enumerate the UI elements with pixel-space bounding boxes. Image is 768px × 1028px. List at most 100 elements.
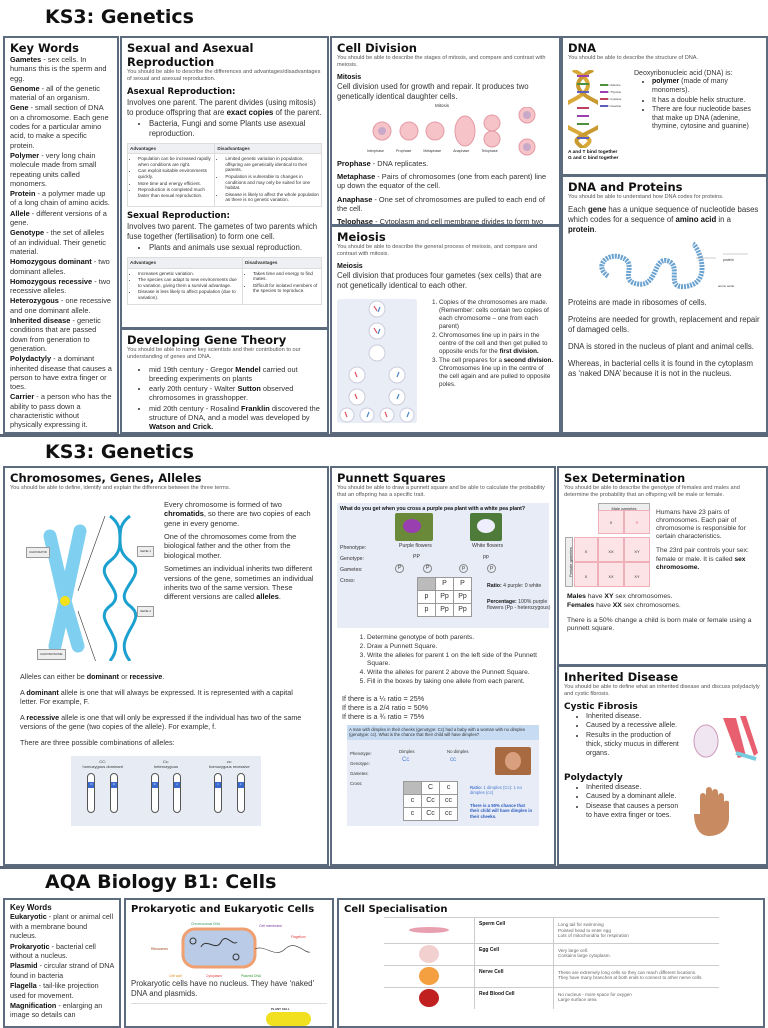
- key-definition: - circular strand of DNA found in bacter…: [10, 961, 114, 980]
- key-term: Allele: [10, 208, 30, 218]
- diagram-title: Mitosis: [435, 102, 450, 108]
- label: Flagellum: [291, 935, 306, 939]
- key-term: Gene: [10, 103, 29, 113]
- panel-title: Cell Division: [337, 41, 417, 55]
- paragraph: Every chromosome is formed of two chroma…: [164, 500, 314, 528]
- label: Plasmid DNA: [241, 974, 262, 978]
- list-item: Inherited disease.: [586, 713, 684, 722]
- mitosis-cells-illustration: [372, 106, 536, 156]
- list-item: The species can adapt to new environment…: [138, 277, 240, 288]
- section-header: AQA Biology B1: Cells: [45, 871, 277, 893]
- amino-label: amino acids: [718, 283, 735, 288]
- p2-genotype: cc: [450, 756, 456, 763]
- panel-title: Key Words: [10, 903, 52, 912]
- meiosis-steps: Copies of the chromosomes are made. (Rem…: [421, 299, 554, 423]
- punnett-example-peas: What do you get when you cross a purple …: [337, 502, 550, 628]
- sexual-bullet: Plants and animals use sexual reproducti…: [149, 243, 322, 253]
- gene1-label: GENE 1: [137, 545, 155, 558]
- text-run: has a unique sequence of nucleotide base…: [568, 204, 759, 224]
- chromosome-label: CHROMOSOME: [37, 648, 66, 661]
- bold-term: recessive: [129, 671, 163, 681]
- purple-flower-photo: [395, 512, 433, 541]
- text-line: If there is a ¼ ratio = 25%: [342, 693, 425, 703]
- gene2-label: GENE 2: [137, 605, 155, 618]
- description-line: Long tail for swimming: [558, 922, 604, 927]
- row-labels: Phenotype:Genotype:Gametes:Cross:: [340, 543, 366, 587]
- key-definition: - different versions of a gene.: [10, 208, 107, 228]
- panel-title: Chromosomes, Genes, Alleles: [10, 471, 202, 485]
- key-term: Magnification: [10, 1001, 57, 1011]
- panel-title: Punnett Squares: [337, 471, 446, 485]
- plant-cell-illustration: [266, 1012, 311, 1026]
- caption-at: A and T bind together: [568, 150, 618, 156]
- label: Cytoplasm: [206, 974, 223, 978]
- allele-band: c: [215, 781, 222, 788]
- p2-phenotype: No dimples: [447, 748, 469, 754]
- key-definition: - a polymer made up of a long chain of a…: [10, 189, 110, 208]
- paragraph: There are three possible combinations of…: [20, 739, 312, 748]
- panel-subtitle: You should be able to describe the struc…: [568, 55, 699, 61]
- example-question: A man with dimples in their cheeks (geno…: [347, 724, 539, 740]
- text-run: .: [278, 592, 281, 602]
- paragraph: A recessive allele is one that will only…: [20, 714, 312, 731]
- text-run: There are three possible combinations of…: [20, 738, 175, 748]
- sexual-text: Involves two parent. The gametes of two …: [127, 221, 318, 241]
- text-line: If there is a 2/4 ratio = 50%: [342, 702, 429, 712]
- bold-term: Mendel: [235, 364, 261, 374]
- meiosis-heading: Meiosis: [337, 262, 363, 270]
- combo-name: heterozygous: [153, 763, 178, 769]
- bold-term: Sutton: [237, 384, 261, 394]
- amino-acid-chain-illustration: [599, 241, 748, 289]
- list-item: Disease that causes a person to have ext…: [586, 803, 684, 821]
- text-line: Gametes:: [350, 770, 369, 776]
- p1-phenotype: Dimples: [399, 748, 415, 754]
- cell-name: Sperm Cell: [474, 918, 554, 943]
- bold-term: Anaphase: [337, 194, 373, 204]
- key-word-item: Eukaryotic - plant or animal cell with a…: [10, 912, 114, 940]
- text-run: , so there are two copies of each gene i…: [164, 509, 311, 528]
- list-item: Population can be increased rapidly when…: [138, 156, 212, 167]
- sex-text: Humans have 23 pairs of chromosomes. Eac…: [656, 508, 746, 541]
- chromosome-dna-illustration: [43, 514, 138, 688]
- list-item: More time and energy efficient.: [138, 181, 212, 187]
- bold-term: recessive: [26, 713, 60, 723]
- asexual-bullet: Bacteria, Fungi and some Plants use asex…: [149, 119, 322, 139]
- percentage-text: Percentage: 100% purple flowers (Pp - he…: [487, 598, 551, 611]
- p1-genotype: PP: [413, 553, 420, 560]
- panel-subtitle: You should be able to describe the gener…: [337, 244, 538, 257]
- bold-term: sex chromosome.: [656, 555, 746, 571]
- paragraph: Proteins are made in ribosomes of cells.: [568, 297, 707, 307]
- bold-term: gene: [587, 204, 607, 214]
- description-line: Contains large cytoplasm.: [558, 953, 611, 959]
- text-run: .: [594, 224, 597, 234]
- chromosome-paragraphs: Every chromosome is formed of two chroma…: [164, 496, 314, 661]
- text-run: - DNA replicates.: [370, 158, 429, 168]
- description-line: Pointed head to enter egg: [558, 927, 611, 933]
- combo-code: CC:: [99, 758, 107, 764]
- male-gamete: Y: [624, 509, 650, 534]
- advantages-list: Population can be increased rapidly when…: [130, 156, 212, 198]
- key-definition: - one recessive and one dominant allele.: [10, 296, 112, 315]
- white-flower-photo: [470, 512, 502, 541]
- asexual-text: Involves one parent. The parent divides …: [127, 98, 322, 118]
- description-line: Very large cell.: [558, 947, 589, 953]
- hand-illustration: [694, 786, 729, 836]
- paragraph: DNA is stored in the nucleus of plant an…: [568, 341, 754, 351]
- panel-title: Inherited Disease: [564, 670, 679, 684]
- text-run: Chromosomes line up in the centre of the…: [439, 364, 551, 388]
- stage-label: Telophase: [481, 148, 498, 153]
- key-term: Homozygous dominant: [10, 257, 92, 267]
- conclusion-text: There is a 50% chance that their child w…: [470, 802, 533, 819]
- allele-paragraphs: Alleles can either be dominant or recess…: [10, 671, 322, 748]
- text-run: Alleles can either be: [20, 671, 87, 681]
- key-words-list: Eukaryotic - plant or animal cell with a…: [10, 912, 114, 1019]
- key-definition: - two dominant alleles.: [10, 257, 110, 276]
- key-definition: - bacterial cell without a nucleus.: [10, 941, 96, 961]
- disadvantages-list: Limited genetic variation in population,…: [217, 156, 319, 203]
- key-definition: - the set of alleles of an individual. T…: [10, 228, 107, 256]
- text-run: (made of many monomers).: [652, 78, 728, 94]
